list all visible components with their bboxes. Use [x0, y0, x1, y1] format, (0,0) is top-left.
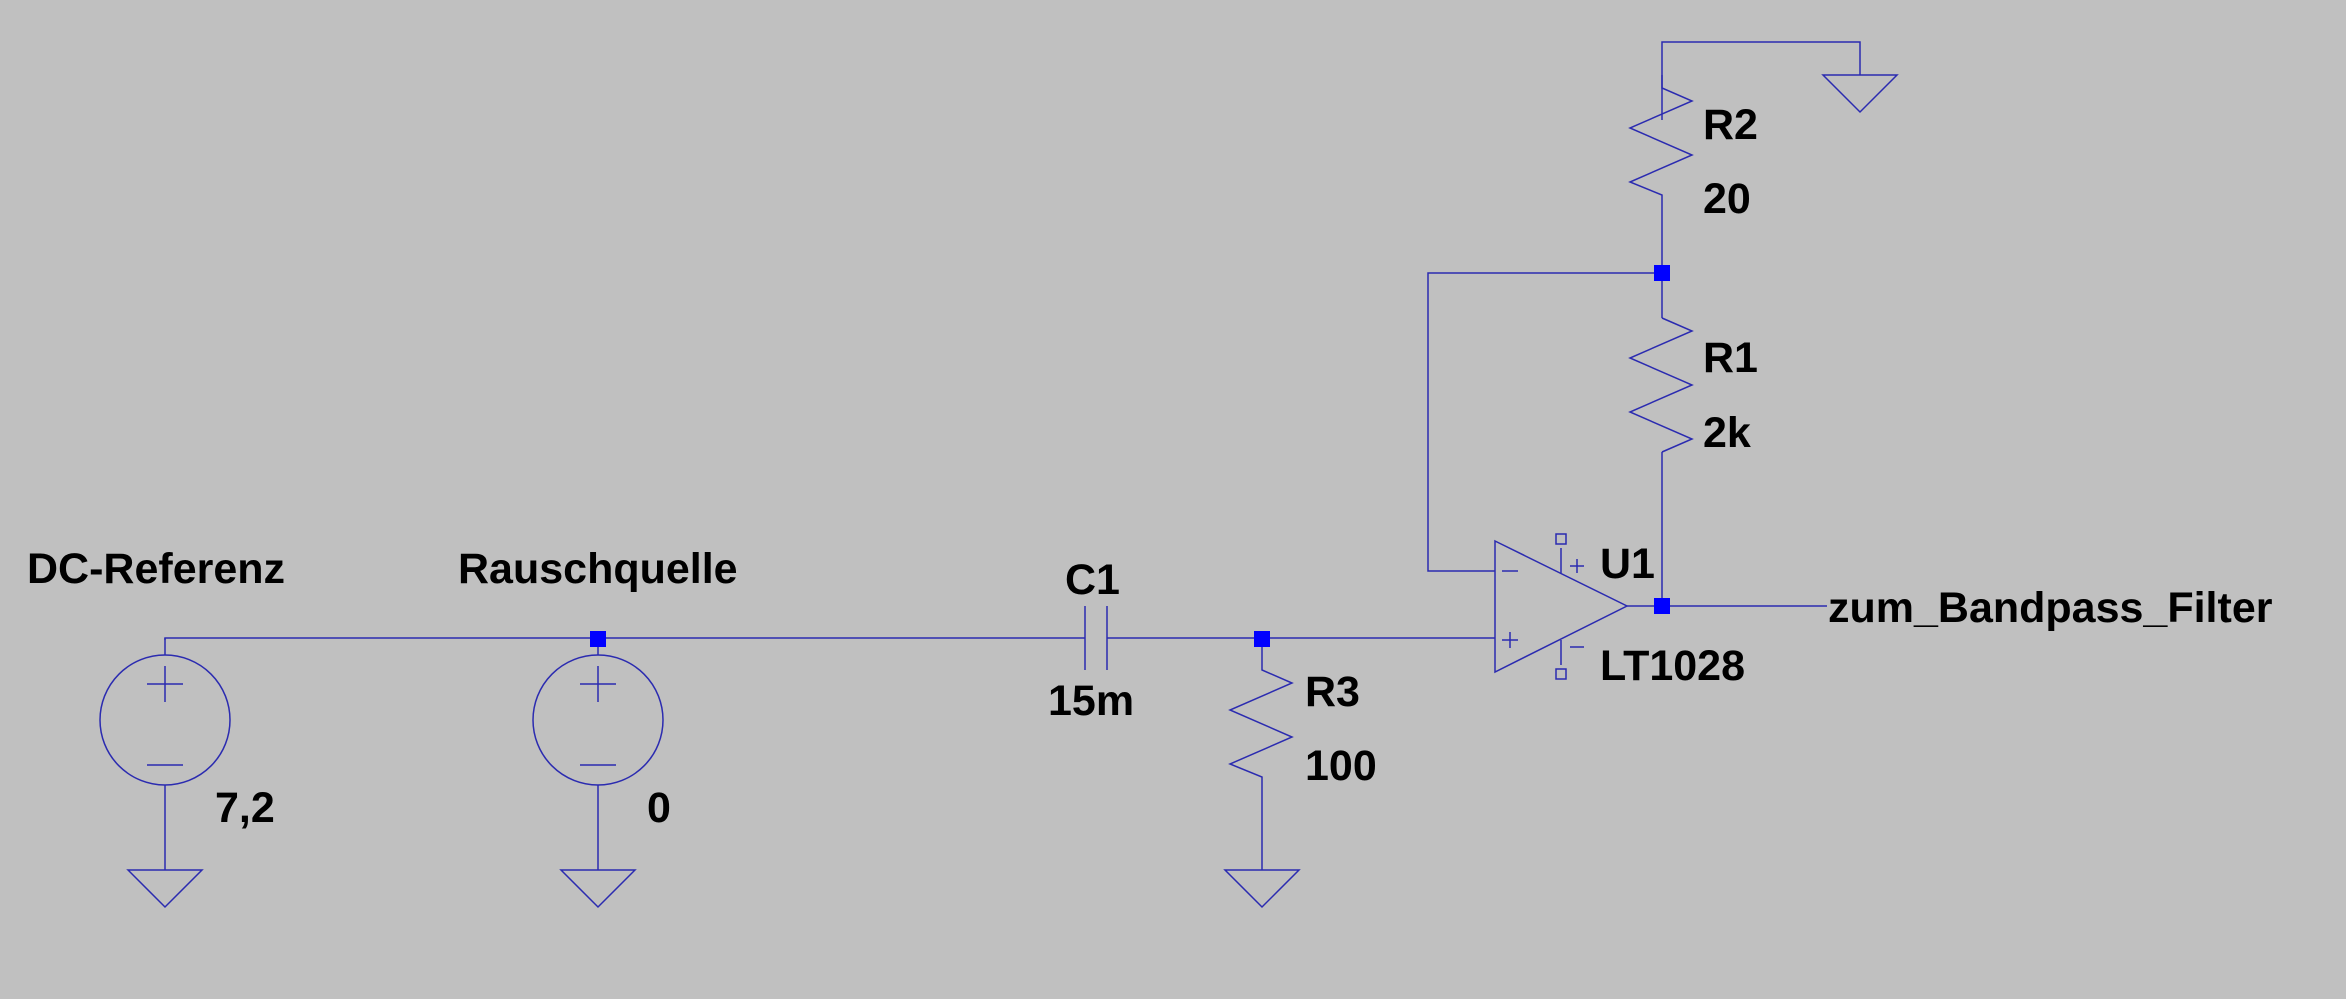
- dc-referenz-value: 7,2: [215, 784, 275, 832]
- junction-dot: [1654, 265, 1670, 281]
- ground-icon: [126, 869, 204, 909]
- r1-name: R1: [1703, 334, 1758, 382]
- u1-value: LT1028: [1600, 642, 1745, 690]
- rauschquelle-name: Rauschquelle: [458, 545, 738, 593]
- ground-icon: [1223, 869, 1301, 909]
- u1-name: U1: [1600, 540, 1655, 588]
- r2-name: R2: [1703, 101, 1758, 149]
- output-net-label: zum_Bandpass_Filter: [1828, 584, 2273, 632]
- r2-value: 20: [1703, 175, 1751, 223]
- junction-dot: [1654, 598, 1670, 614]
- c1-name: C1: [1065, 556, 1120, 604]
- wire-feedback-loop[interactable]: [1427, 272, 1662, 572]
- resistor-r2[interactable]: [1628, 74, 1899, 225]
- c1-value: 15m: [1048, 677, 1134, 725]
- junction-dot: [590, 631, 606, 647]
- r3-name: R3: [1305, 668, 1360, 716]
- ground-icon: [559, 869, 637, 909]
- rauschquelle-value: 0: [647, 784, 671, 832]
- ground-icon: [1821, 74, 1899, 114]
- wire-r2-top[interactable]: [1661, 41, 1861, 120]
- rauschquelle-source[interactable]: [532, 638, 664, 909]
- dc-referenz-name: DC-Referenz: [27, 545, 285, 593]
- resistor-r1[interactable]: [1628, 317, 1694, 453]
- r3-value: 100: [1305, 742, 1377, 790]
- junctions: [590, 265, 1670, 647]
- r1-value: 2k: [1703, 409, 1751, 457]
- capacitor-c1[interactable]: [1084, 606, 1108, 670]
- wire-input-line[interactable]: [164, 637, 1085, 640]
- junction-dot: [1254, 631, 1270, 647]
- resistor-r3[interactable]: [1223, 638, 1301, 909]
- opamp-u1[interactable]: [1494, 533, 1629, 680]
- dc-referenz-source[interactable]: [99, 638, 231, 909]
